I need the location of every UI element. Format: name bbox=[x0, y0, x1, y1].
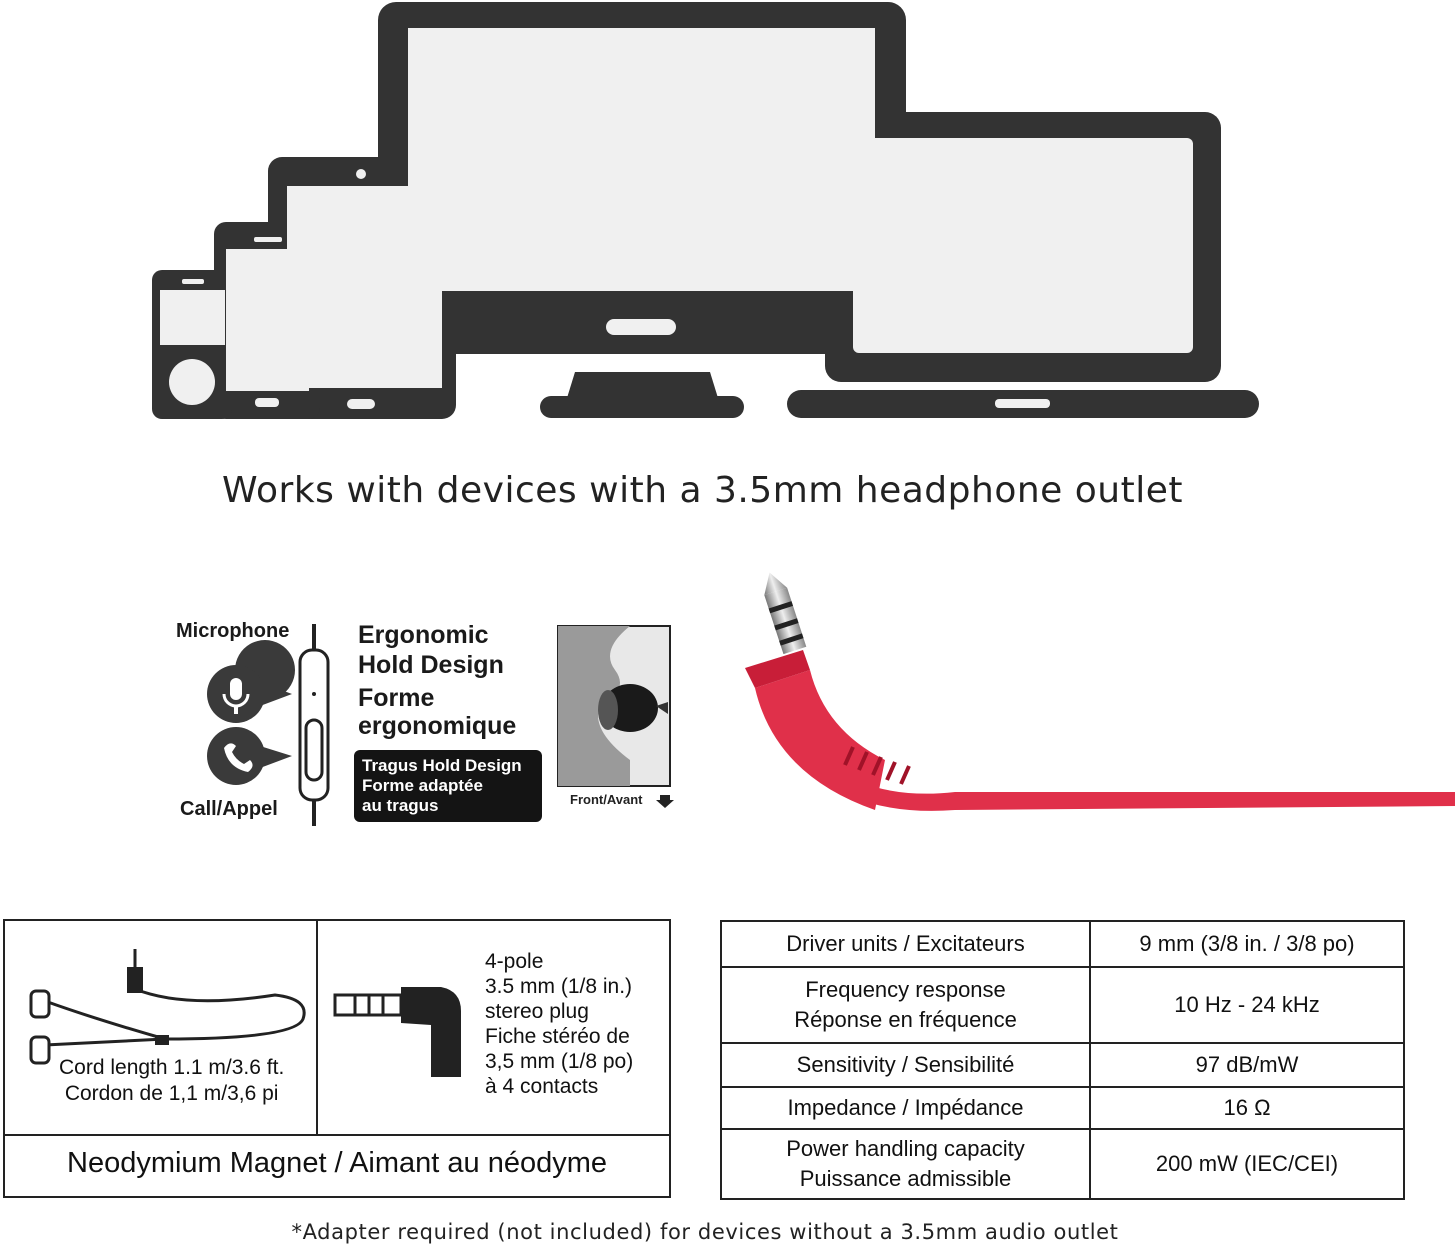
table-row: Driver units / Excitateurs 9 mm (3/8 in.… bbox=[720, 920, 1405, 968]
divider bbox=[316, 921, 318, 1134]
ear-illustration bbox=[557, 625, 671, 787]
call-label: Call/Appel bbox=[180, 798, 278, 820]
phone-call-icon bbox=[207, 727, 292, 785]
microphone-label: Microphone bbox=[176, 620, 290, 642]
controls-diagram bbox=[207, 624, 674, 826]
devices-illustration bbox=[152, 2, 1259, 419]
table-row: Sensitivity / Sensibilité 97 dB/mW bbox=[720, 1042, 1405, 1088]
ergonomic-title: Ergonomic Hold Design bbox=[358, 621, 504, 679]
controls-panel: Microphone Call/Appel Ergonomic Hold Des… bbox=[160, 610, 690, 840]
footnote: *Adapter required (not included) for dev… bbox=[291, 1220, 1119, 1244]
table-row: Impedance / Impédance 16 Ω bbox=[720, 1086, 1405, 1130]
spec-table: Driver units / Excitateurs 9 mm (3/8 in.… bbox=[720, 920, 1405, 1200]
front-label: Front/Avant bbox=[570, 792, 643, 807]
divider bbox=[5, 1134, 669, 1136]
plug-spec-text: 4-pole 3.5 mm (1/8 in.) stereo plug Fich… bbox=[485, 950, 634, 1098]
plug-pin bbox=[764, 572, 807, 655]
compatibility-headline: Works with devices with a 3.5mm headphon… bbox=[222, 470, 1183, 511]
plug-diagram bbox=[333, 987, 461, 1077]
ergonomic-title-fr: Forme ergonomique bbox=[358, 684, 517, 740]
audio-plug-photo bbox=[745, 572, 1455, 811]
cord-length-text: Cord length 1.1 m/3.6 ft. Cordon de 1,1 … bbox=[59, 1056, 285, 1105]
tragus-badge: Tragus Hold Design Forme adaptée au trag… bbox=[354, 750, 542, 822]
magnet-label: Neodymium Magnet / Aimant au néodyme bbox=[67, 1147, 607, 1179]
microphone-icon bbox=[207, 640, 295, 723]
cord-diagram bbox=[29, 949, 306, 1065]
cord-info-box: Cord length 1.1 m/3.6 ft. Cordon de 1,1 … bbox=[3, 919, 671, 1198]
